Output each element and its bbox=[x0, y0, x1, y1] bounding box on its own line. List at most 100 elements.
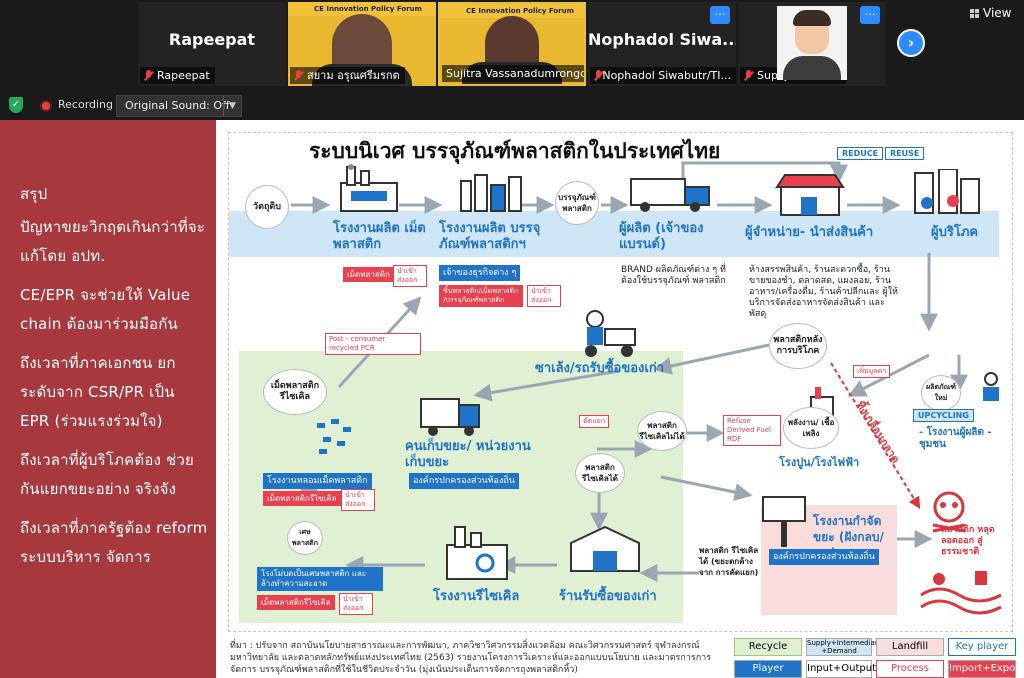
summary-panel: สรุป ปัญหาขยะวิกฤตเกินกว่าที่จะแก้โดย อป… bbox=[0, 120, 216, 678]
new-product-circle: ผลิตภัณฑ์ ใหม่ bbox=[921, 375, 961, 411]
cement-label: โรงปูน/โรงไฟฟ้า bbox=[779, 456, 860, 469]
participant-name: Nophadol Siwa... bbox=[588, 30, 736, 49]
avatar-shirt bbox=[783, 56, 841, 80]
slide-title: ระบบนิเวศ บรรจุภัณฑ์พลาสติกในประเทศไทย bbox=[309, 139, 721, 163]
stage-consumer: ผู้บริโภค bbox=[931, 225, 979, 240]
grid-view-icon bbox=[970, 8, 979, 18]
import-export-tag: นำเข้า ส่งออก bbox=[393, 265, 427, 287]
chevron-down-icon[interactable]: ▼ bbox=[223, 96, 241, 116]
ecosystem-diagram: ระบบนิเวศ บรรจุภัณฑ์พลาสติกในประเทศไทย bbox=[228, 132, 1013, 632]
muted-mic-icon bbox=[594, 70, 602, 81]
participant-tile-nophadol[interactable]: … Nophadol Siwa... Nophadol Siwabutr/TI.… bbox=[588, 2, 736, 86]
recycled-pellet-circle: เม็ดพลาสติก รีไซเคิล bbox=[263, 369, 327, 415]
arrow bbox=[660, 475, 753, 501]
participant-label: Rapeepat bbox=[140, 67, 215, 84]
leak-label: พลาสติก หลุดลอดออก สู่ธรรมชาติ bbox=[941, 525, 995, 557]
legend-supply: Supply+Intermediary +Demand bbox=[806, 638, 882, 656]
recycled-pellet-tag: เม็ดพลาสติกรีไซเคิล bbox=[263, 491, 341, 506]
sorting-tag: คัดแยก bbox=[579, 415, 610, 428]
next-page-button[interactable]: › bbox=[897, 29, 925, 57]
recyclable-note: พลาสติก รีไซเคิลได้ (ขยะตกค้างจาก การคัด… bbox=[699, 546, 759, 577]
consumers-icon bbox=[914, 169, 980, 214]
retail-note: ห้างสรรพสินค้า, ร้านสะดวกซื้อ, ร้านขายขอ… bbox=[749, 265, 898, 319]
legend-player: Player bbox=[734, 660, 802, 678]
upcycle-label: - โรงงานผู้ผลิต - ชุมชน bbox=[919, 427, 992, 450]
view-button[interactable]: View bbox=[970, 6, 1011, 20]
recording-label: Recording bbox=[58, 98, 114, 111]
energy-circle: พลังงาน/ เชื้อเพลิง bbox=[783, 407, 839, 449]
shared-slide: ระบบนิเวศ บรรจุภัณฑ์พลาสติกในประเทศไทย bbox=[216, 120, 1024, 678]
scrap-trader-label: ซาเล้ง/รถรับซื้อของเก่า bbox=[535, 361, 665, 376]
pcr-tag: Post - consumer recycled PCR bbox=[325, 333, 421, 355]
participant-tile-rapeepat[interactable]: Rapeepat Rapeepat bbox=[138, 2, 286, 86]
non-recyclable-circle: พลาสติก รีไซเคิลไม่ได้ bbox=[637, 411, 687, 451]
raw-material-circle: วัตถุดิบ bbox=[245, 185, 289, 229]
avatar-hair bbox=[793, 10, 831, 26]
junk-shop-icon bbox=[570, 525, 640, 572]
reuse-arrow bbox=[681, 161, 848, 183]
garbage-truck-icon bbox=[420, 398, 480, 436]
melting-tag: โรงงานหลอมเม็ดพลาสติก bbox=[263, 473, 372, 489]
factory-icon bbox=[340, 164, 398, 212]
stage-retailer: ผู้จำหน่าย- นำส่งสินค้า bbox=[745, 225, 874, 240]
participant-label: Sujitra Vassanadumrongd... bbox=[442, 65, 584, 82]
participant-label: สยาม อรุณศรีมรกต bbox=[290, 67, 405, 84]
muted-mic-icon bbox=[144, 70, 153, 81]
reduce-badge: REDUCE bbox=[837, 147, 884, 160]
participant-name: Rapeepat bbox=[168, 30, 256, 49]
sheet-tag: ชิ้นพลาสติก/เม็ดพลาสติก /บรรจุภัณฑ์พลาสต… bbox=[439, 285, 523, 307]
shield-icon[interactable]: ✓ bbox=[9, 97, 23, 113]
pellet-tag: เม็ดพลาสติก bbox=[343, 267, 394, 282]
post-use-circle: พลาสติกหลัง การบริโภค bbox=[769, 323, 827, 369]
forum-banner: CE Innovation Policy Forum bbox=[288, 2, 436, 16]
collector-label: คนเก็บขยะ/ หน่วยงานเก็บขยะ bbox=[405, 439, 531, 470]
brand-note: BRAND ผลิตภัณฑ์ต่าง ๆ ที่ต้องใช้บรรจุภัณ… bbox=[621, 265, 726, 286]
legend-key-player: Key player bbox=[948, 638, 1016, 656]
junk-shop-label: ร้านรับซื้อของเก่า bbox=[559, 589, 657, 604]
scrap-circle: เศษ พลาสติก bbox=[287, 521, 323, 555]
summary-item: ปัญหาขยะวิกฤตเกินกว่าที่จะแก้โดย อปท. bbox=[20, 218, 206, 265]
recycle-factory-icon bbox=[446, 526, 508, 580]
muted-mic-icon bbox=[294, 70, 303, 81]
original-sound-dropdown[interactable]: Original Sound: Off ▼ bbox=[116, 95, 242, 117]
stage-producer: ผู้ผลิต (เจ้าของแบรนด์) bbox=[619, 221, 704, 252]
participant-tile-video-2[interactable]: CE Innovation Policy Forum Sujitra Vassa… bbox=[438, 2, 586, 86]
participant-strip: Rapeepat Rapeepat CE Innovation Policy F… bbox=[0, 0, 1024, 92]
import-export-tag-4: นำเข้า ส่งออก bbox=[339, 593, 373, 615]
summary-item: ถึงเวลาที่ภาครัฐต้อง reform ระบบบริหาร จ… bbox=[20, 519, 208, 566]
motorbike-cart-icon bbox=[585, 310, 636, 357]
recyclable-circle: พลาสติก รีไซเคิลได้ bbox=[575, 453, 625, 493]
flow-arrows bbox=[291, 161, 968, 582]
import-export-tag-3: นำเข้า ส่งออก bbox=[341, 489, 375, 511]
discard-arrow bbox=[830, 362, 921, 510]
ocean-waste-icon bbox=[920, 571, 1002, 615]
avatar bbox=[777, 6, 847, 80]
participant-tile-video-1[interactable]: CE Innovation Policy Forum สยาม อรุณศรีม… bbox=[288, 2, 436, 86]
recycle-factory-label: โรงงานรีไซเคิล bbox=[433, 589, 520, 604]
forum-banner: CE Innovation Policy Forum bbox=[440, 4, 584, 18]
disposal-gov-tag: องค์กรปกครองส่วนท้องถิ่น bbox=[769, 549, 879, 565]
record-icon[interactable] bbox=[40, 100, 52, 112]
legend-recycle: Recycle bbox=[734, 638, 802, 656]
summary-item: ถึงเวลาที่ผู้บริโภคต้อง ช่วยกันแยกขยะอย่… bbox=[20, 451, 195, 498]
landfill-sign-icon bbox=[762, 496, 806, 547]
legend-import-export: Import+Export bbox=[948, 660, 1023, 678]
shop-icon bbox=[775, 174, 845, 216]
upcycling-badge: UPCYCLING bbox=[913, 409, 974, 422]
business-owners-tag: เจ้าของธุรกิจต่าง ๆ bbox=[439, 265, 521, 281]
local-gov-tag: องค์กรปกครองส่วนท้องถิ่น bbox=[409, 473, 519, 489]
summary-heading: สรุป bbox=[20, 185, 48, 203]
muted-mic-icon bbox=[744, 70, 753, 81]
slide-footnote: ที่มา : ปรับจาก สถาบันนโยบายสาธารณะและกา… bbox=[230, 641, 712, 675]
more-options-icon[interactable]: … bbox=[860, 6, 880, 24]
truck-icon bbox=[630, 178, 710, 212]
participant-label: Nophadol Siwabutr/TI... bbox=[590, 67, 736, 84]
upcycle-worker-icon bbox=[983, 372, 999, 401]
arrow bbox=[653, 343, 770, 375]
more-options-icon[interactable]: … bbox=[710, 6, 730, 24]
legend-landfill: Landfill bbox=[876, 638, 944, 656]
legend-process: Process bbox=[876, 660, 944, 678]
summary-item: ถึงเวลาที่ภาคเอกชน ยกระดับจาก CSR/PR เป็… bbox=[20, 354, 176, 430]
stage-packaging-factory: โรงงานผลิต บรรจุภัณฑ์พลาสติกฯ bbox=[439, 221, 541, 252]
